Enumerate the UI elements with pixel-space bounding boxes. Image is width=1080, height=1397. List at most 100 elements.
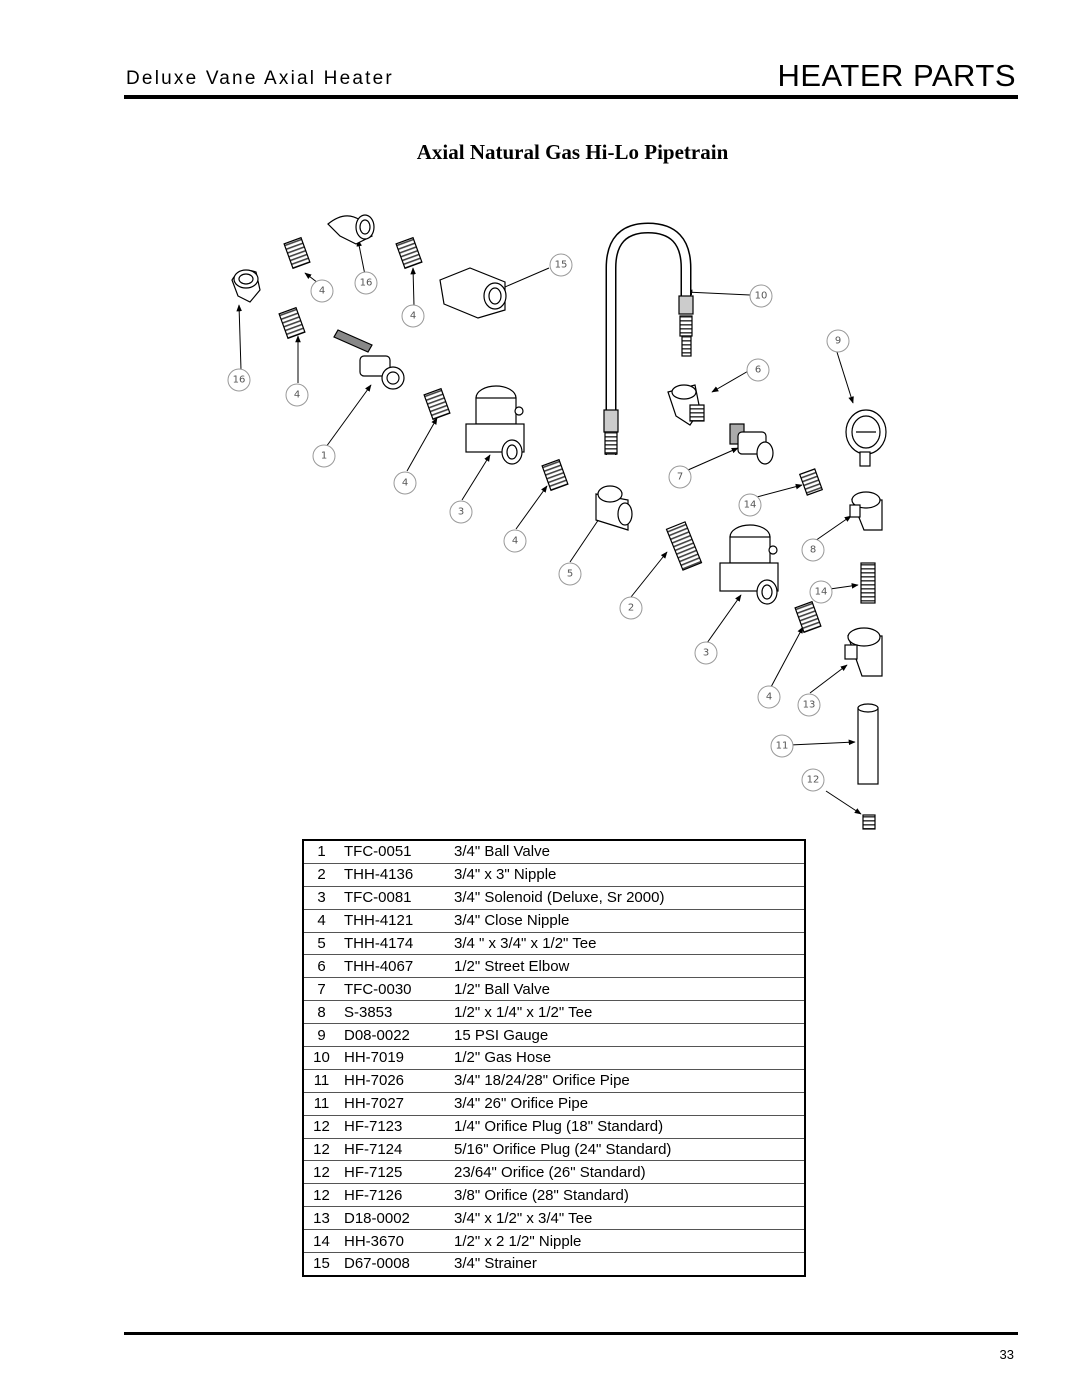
part-number: HH-7019 — [339, 1046, 450, 1070]
svg-text:1: 1 — [321, 451, 327, 462]
item-number: 9 — [303, 1023, 339, 1048]
tee-13 — [844, 627, 883, 677]
svg-text:5: 5 — [567, 569, 573, 580]
item-number: 15 — [303, 1252, 339, 1277]
part-number: HF-7123 — [339, 1115, 450, 1139]
street-elbow-16b — [231, 269, 261, 303]
svg-text:12: 12 — [807, 775, 820, 786]
footer-rule — [124, 1332, 1018, 1335]
solenoid-valve-3a — [465, 385, 525, 465]
part-description: 1/2" Ball Valve — [450, 977, 805, 1002]
psi-gauge-9 — [845, 409, 887, 467]
part-description: 3/4" Close Nipple — [450, 909, 805, 933]
page-title: Axial Natural Gas Hi-Lo Pipetrain — [416, 140, 729, 164]
part-number: D18-0002 — [339, 1206, 450, 1231]
callout-3 — [694, 641, 718, 665]
item-number: 6 — [303, 954, 339, 979]
item-number: 1 — [303, 840, 339, 864]
callout-bubbles — [227, 253, 850, 792]
callout-16 — [227, 368, 251, 392]
item-number: 12 — [303, 1160, 339, 1185]
part-number: HF-7124 — [339, 1138, 450, 1162]
part-description: 1/2" x 2 1/2" Nipple — [450, 1229, 805, 1254]
callout-14 — [738, 493, 762, 517]
svg-text:4: 4 — [402, 478, 408, 489]
part-number: D67-0008 — [339, 1252, 450, 1277]
svg-text:9: 9 — [835, 336, 841, 347]
item-number: 3 — [303, 886, 339, 910]
part-number: S-3853 — [339, 1000, 450, 1025]
svg-text:8: 8 — [810, 545, 816, 556]
svg-text:2: 2 — [628, 603, 634, 614]
item-number: 4 — [303, 909, 339, 933]
street-elbow-6 — [667, 384, 705, 426]
parts-drawings — [231, 214, 887, 830]
svg-text:13: 13 — [803, 700, 816, 711]
callout-4 — [310, 279, 334, 303]
street-elbow-16 — [327, 214, 375, 245]
callout-11 — [770, 734, 794, 758]
header-rule — [124, 95, 1018, 99]
solenoid-valve-3b — [719, 524, 779, 605]
part-description: 3/8" Orifice (28" Standard) — [450, 1183, 805, 1208]
leader-lines — [236, 239, 862, 815]
part-description: 3/4" Solenoid (Deluxe, Sr 2000) — [450, 886, 805, 910]
callout-9 — [826, 329, 850, 353]
callout-4 — [757, 685, 781, 709]
svg-text:4: 4 — [512, 536, 518, 547]
exploded-parts-diagram: 4 16 4 15 10 9 6 16 4 1 4 7 3 14 4 8 5 1… — [227, 214, 887, 830]
section-title: Deluxe Vane Axial Heater — [126, 68, 394, 89]
item-number: 11 — [303, 1069, 339, 1093]
part-number: THH-4121 — [339, 909, 450, 933]
svg-text:4: 4 — [766, 692, 772, 703]
callout-8 — [801, 538, 825, 562]
part-number: THH-4067 — [339, 954, 450, 979]
callout-1 — [312, 444, 336, 468]
item-number: 7 — [303, 977, 339, 1002]
part-description: 1/2" x 1/4" x 1/2" Tee — [450, 1000, 805, 1025]
svg-text:3: 3 — [703, 648, 709, 659]
part-description: 1/4" Orifice Plug (18" Standard) — [450, 1115, 805, 1139]
svg-text:6: 6 — [755, 365, 761, 376]
part-number: D08-0022 — [339, 1023, 450, 1048]
part-description: 3/4" 18/24/28" Orifice Pipe — [450, 1069, 805, 1093]
svg-text:7: 7 — [677, 472, 683, 483]
item-number: 13 — [303, 1206, 339, 1231]
callout-3 — [449, 500, 473, 524]
svg-text:10: 10 — [755, 291, 768, 302]
svg-text:15: 15 — [555, 260, 568, 271]
svg-text:14: 14 — [744, 500, 757, 511]
item-number: 5 — [303, 932, 339, 956]
part-description: 1/2" Street Elbow — [450, 954, 805, 979]
part-description: 3/4" Strainer — [450, 1252, 805, 1277]
orifice-pipe-11 — [857, 703, 879, 785]
callout-6 — [746, 358, 770, 382]
svg-text:4: 4 — [410, 311, 416, 322]
page-number: 33 — [999, 1347, 1014, 1362]
item-number: 8 — [303, 1000, 339, 1025]
part-description: 3/4" x 3" Nipple — [450, 863, 805, 887]
part-number: HH-7026 — [339, 1069, 450, 1093]
part-number: HF-7126 — [339, 1183, 450, 1208]
ball-valve-7 — [729, 423, 774, 465]
callout-4 — [285, 383, 309, 407]
callout-7 — [668, 465, 692, 489]
callout-16 — [354, 271, 378, 295]
callout-4 — [503, 529, 527, 553]
part-number: HH-7027 — [339, 1092, 450, 1116]
callout-13 — [797, 693, 821, 717]
svg-text:4: 4 — [319, 286, 325, 297]
